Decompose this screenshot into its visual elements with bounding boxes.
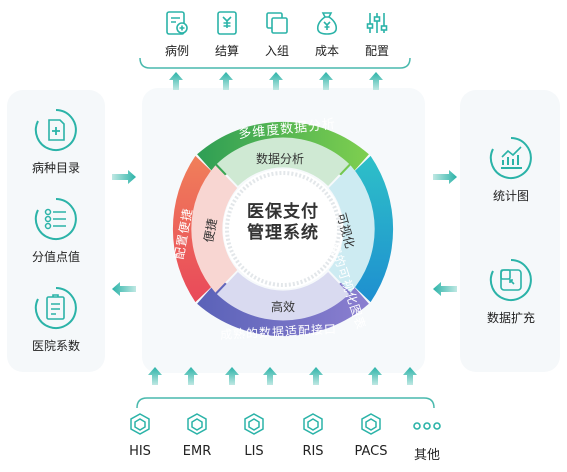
top-item-medical-record: 病例 <box>152 10 202 59</box>
settings-sliders-icon <box>352 10 402 40</box>
ring-inner-top <box>216 137 350 186</box>
left-item-disease-catalog: 病种目录 <box>11 107 101 176</box>
data-expand-icon <box>488 257 534 303</box>
medical-record-icon <box>152 10 202 40</box>
bottom-item-lis: LIS <box>226 412 282 459</box>
right-item-label: 统计图 <box>492 189 529 203</box>
top-item-label: 结算 <box>214 44 239 58</box>
bottom-item-label: LIS <box>244 444 264 459</box>
left-item-hospital-coefficient: 医院系数 <box>11 285 101 354</box>
right-item-label: 数据扩充 <box>486 311 535 325</box>
bottom-item-label: EMR <box>182 444 212 459</box>
bottom-item-label: 其他 <box>413 448 440 463</box>
left-item-points: 分值点值 <box>11 196 101 265</box>
right-item-data-expand: 数据扩充 <box>466 257 556 326</box>
hexagon-box-icon <box>187 413 207 435</box>
hexagon-box-icon <box>361 413 381 435</box>
left-item-label: 分值点值 <box>31 250 80 264</box>
bottom-item-other: 其他 <box>399 412 455 463</box>
left-item-label: 医院系数 <box>31 339 80 353</box>
more-dots-icon <box>413 422 441 430</box>
bar-chart-icon <box>488 135 534 181</box>
top-item-settlement: 结算 <box>202 10 252 59</box>
hexagon-box-icon <box>130 413 150 435</box>
left-item-label: 病种目录 <box>31 161 80 175</box>
bottom-item-ris: RIS <box>285 412 341 459</box>
ring-top-inner-label: 数据分析 <box>256 152 305 166</box>
settlement-icon <box>202 10 252 40</box>
money-bag-icon <box>302 10 352 40</box>
bottom-item-his: HIS <box>112 412 168 459</box>
bottom-item-label: RIS <box>302 444 324 459</box>
right-item-statistics-chart: 统计图 <box>466 135 556 204</box>
hexagon-box-icon <box>303 413 323 435</box>
ring-inner-left <box>191 165 238 293</box>
ring-inner-bottom <box>216 272 350 321</box>
right-panel <box>460 90 560 372</box>
ring-inner-right <box>328 165 375 293</box>
top-item-label: 成本 <box>314 44 339 58</box>
center-title-line2: 管理系统 <box>247 223 319 243</box>
bottom-item-label: PACS <box>354 444 388 459</box>
points-list-icon <box>33 196 79 242</box>
top-item-cost: 成本 <box>302 10 352 59</box>
group-copy-icon <box>252 10 302 40</box>
hexagon-box-icon <box>244 413 264 435</box>
top-item-label: 入组 <box>264 44 289 58</box>
bottom-item-pacs: PACS <box>343 412 399 459</box>
top-item-group: 入组 <box>252 10 302 59</box>
center-title: 医保支付 管理系统 <box>233 202 333 244</box>
disease-catalog-icon <box>33 107 79 153</box>
hospital-coefficient-icon <box>33 285 79 331</box>
top-item-label: 病例 <box>164 44 189 58</box>
bottom-item-emr: EMR <box>169 412 225 459</box>
ring-bottom-inner-label: 高效 <box>271 300 296 314</box>
bottom-item-label: HIS <box>129 444 151 459</box>
top-item-label: 配置 <box>364 44 389 58</box>
left-panel <box>7 90 105 372</box>
center-title-line1: 医保支付 <box>247 202 319 222</box>
top-item-config: 配置 <box>352 10 402 59</box>
